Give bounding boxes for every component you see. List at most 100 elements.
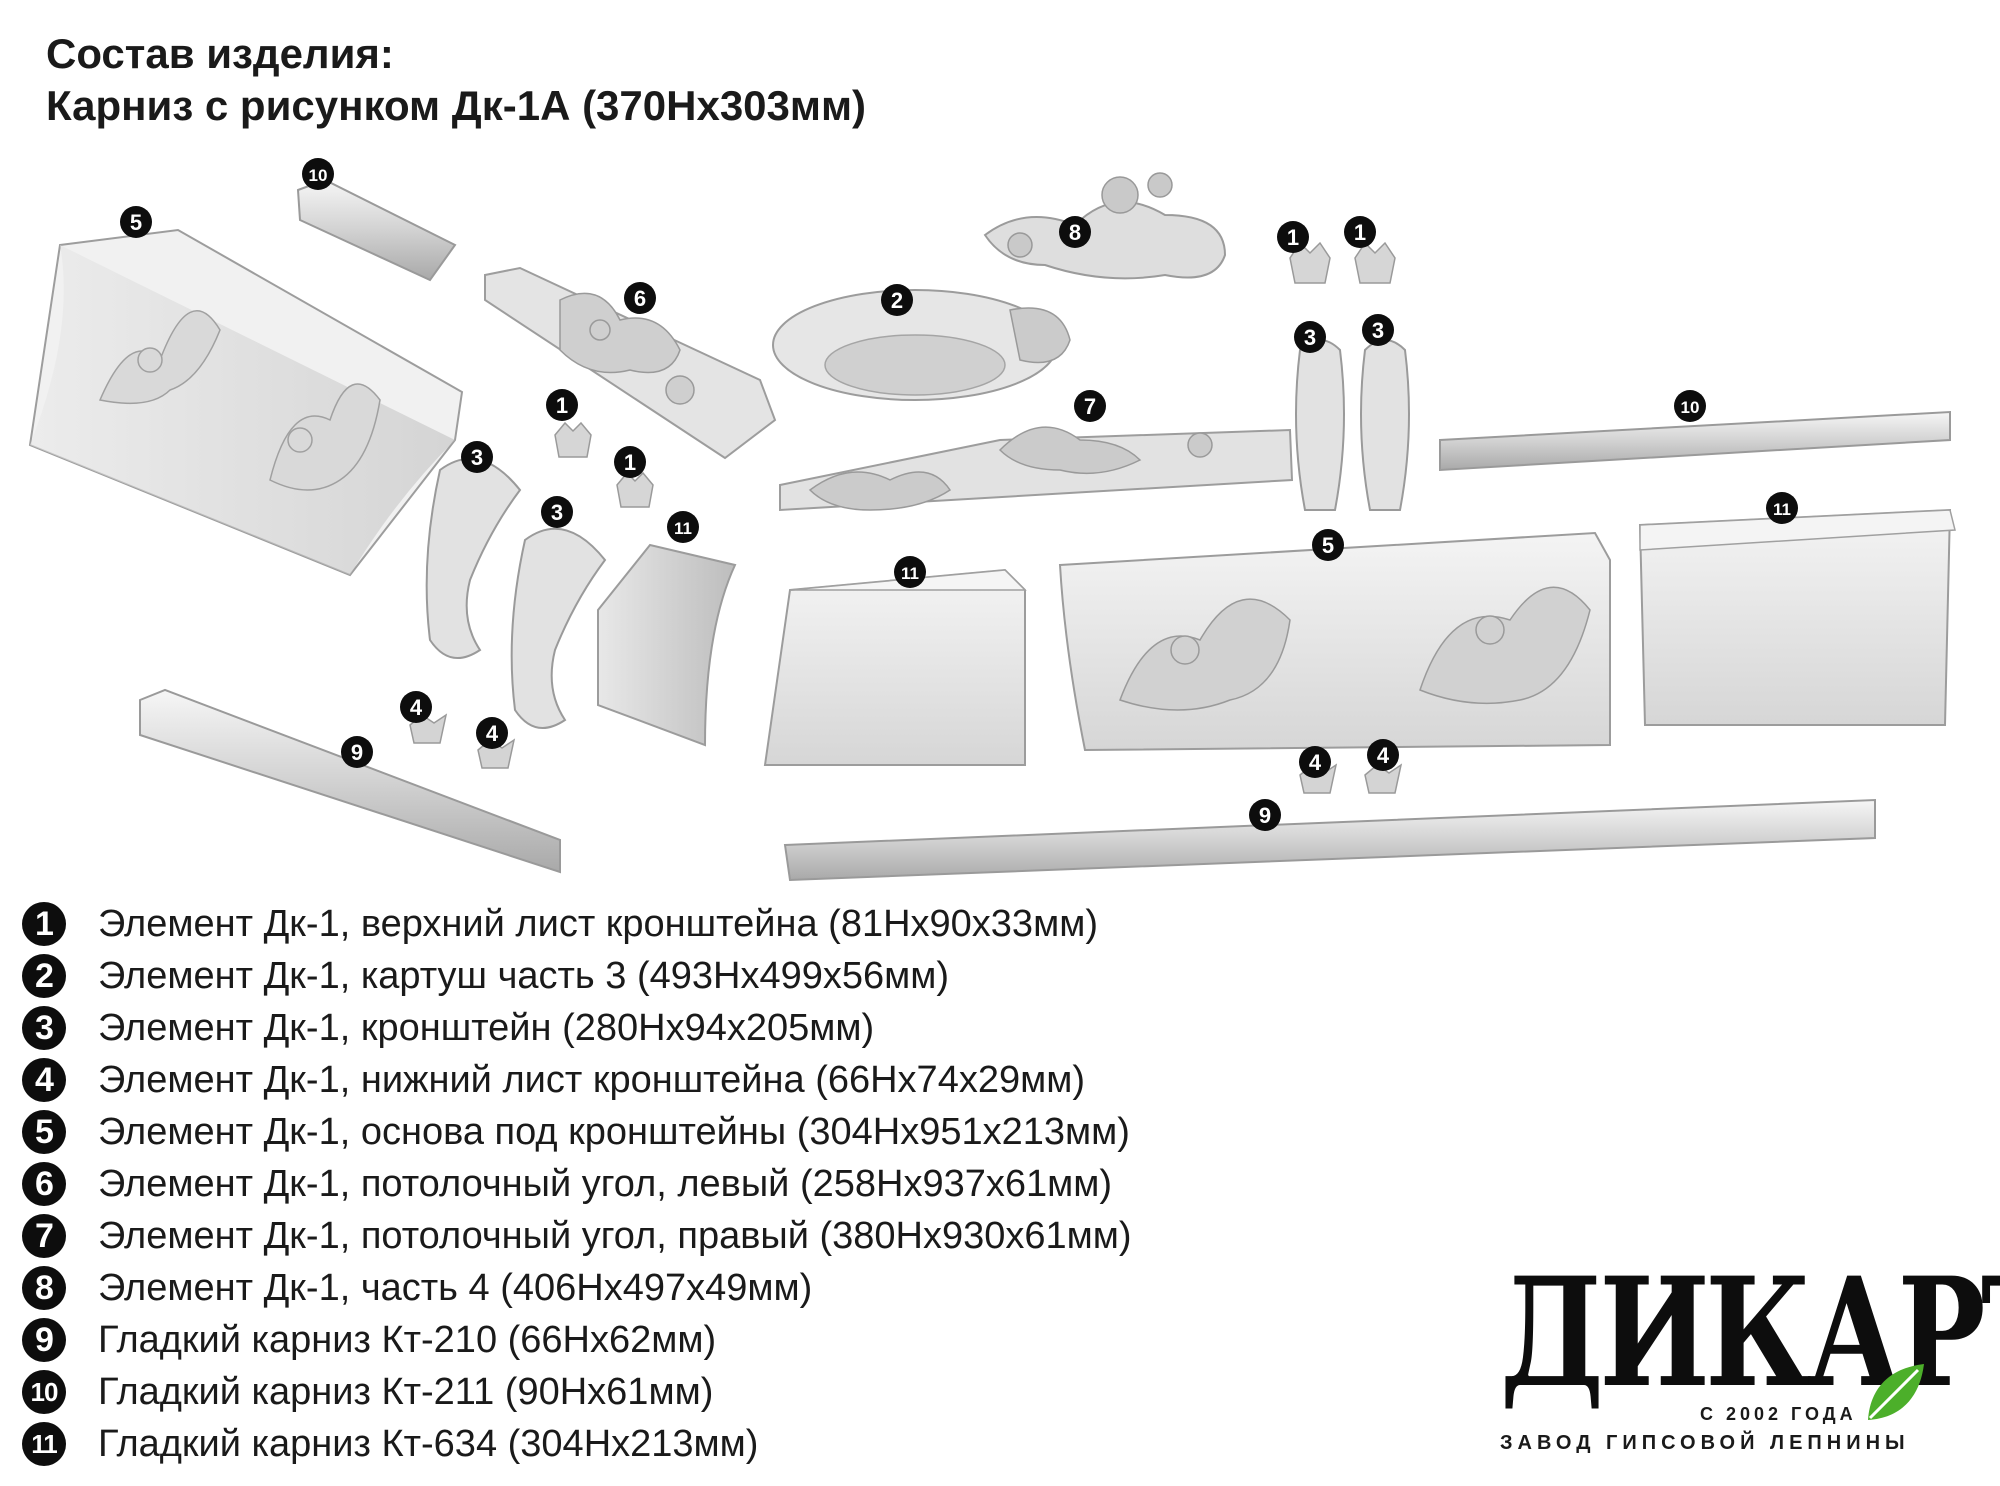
legend-number-badge: 5 bbox=[22, 1110, 66, 1154]
part-7-corner-right bbox=[779, 426, 1294, 512]
svg-text:1: 1 bbox=[1354, 220, 1366, 245]
svg-text:2: 2 bbox=[891, 288, 903, 313]
callout-7: 7 bbox=[1074, 390, 1106, 422]
floral-relief-icon bbox=[1119, 586, 1591, 711]
callout-6: 6 bbox=[624, 282, 656, 314]
legend-number-badge: 2 bbox=[22, 954, 66, 998]
svg-text:8: 8 bbox=[1069, 220, 1081, 245]
legend-item-7: 7 Элемент Дк-1, потолочный угол, правый … bbox=[22, 1210, 1132, 1262]
part-8-piece bbox=[983, 172, 1227, 280]
part-11-cornice-middle bbox=[763, 568, 1027, 766]
legend-label: Элемент Дк-1, верхний лист кронштейна (8… bbox=[98, 902, 1098, 945]
part-9-strips bbox=[139, 688, 1876, 882]
callout-10-long: 10 bbox=[1674, 390, 1706, 422]
legend-number-badge: 11 bbox=[22, 1422, 66, 1466]
callout-9-left: 9 bbox=[341, 736, 373, 768]
parts-legend: 1 Элемент Дк-1, верхний лист кронштейна … bbox=[22, 898, 1132, 1470]
callout-2: 2 bbox=[881, 284, 913, 316]
callout-1-b: 1 bbox=[1344, 216, 1376, 248]
brand-logo: ДИКАРТ С 2002 ГОДА ЗАВОД ГИПСОВОЙ ЛЕПНИН… bbox=[1500, 1258, 2000, 1458]
legend-label: Гладкий карниз Кт-634 (304Нх213мм) bbox=[98, 1422, 759, 1465]
legend-number-badge: 7 bbox=[22, 1214, 66, 1258]
svg-text:11: 11 bbox=[901, 564, 919, 583]
legend-label: Гладкий карниз Кт-210 (66Нх62мм) bbox=[98, 1318, 717, 1361]
callout-3-a: 3 bbox=[1294, 321, 1326, 353]
callout-5-left: 5 bbox=[120, 206, 152, 238]
svg-text:4: 4 bbox=[1377, 743, 1390, 768]
legend-label: Элемент Дк-1, потолочный угол, правый (3… bbox=[98, 1214, 1132, 1257]
callout-1-d: 1 bbox=[614, 446, 646, 478]
callout-9-bottom: 9 bbox=[1249, 799, 1281, 831]
callout-11-corner: 11 bbox=[667, 511, 699, 543]
callout-8: 8 bbox=[1059, 216, 1091, 248]
legend-item-10: 10 Гладкий карниз Кт-211 (90Нх61мм) bbox=[22, 1366, 1132, 1418]
title-line-1: Состав изделия: bbox=[46, 30, 394, 77]
part-6-corner-left bbox=[484, 266, 777, 460]
svg-text:4: 4 bbox=[410, 695, 423, 720]
exploded-parts-diagram: 5 10 6 8 2 1 1 3 3 7 1 1 3 3 11 11 5 11 … bbox=[28, 158, 1956, 882]
legend-item-4: 4 Элемент Дк-1, нижний лист кронштейна (… bbox=[22, 1054, 1132, 1106]
legend-number-badge: 8 bbox=[22, 1266, 66, 1310]
logo-tagline: ЗАВОД ГИПСОВОЙ ЛЕПНИНЫ bbox=[1500, 1432, 1910, 1454]
svg-text:3: 3 bbox=[1304, 325, 1316, 350]
legend-number-badge: 6 bbox=[22, 1162, 66, 1206]
legend-item-11: 11 Гладкий карниз Кт-634 (304Нх213мм) bbox=[22, 1418, 1132, 1470]
callout-10-top: 10 bbox=[302, 158, 334, 190]
callout-5-center: 5 bbox=[1312, 529, 1344, 561]
part-11-corner-piece bbox=[597, 543, 737, 747]
part-1-leaves bbox=[554, 241, 1396, 508]
svg-text:1: 1 bbox=[624, 450, 636, 475]
svg-text:4: 4 bbox=[1309, 750, 1322, 775]
part-11-cornice-right bbox=[1638, 508, 1956, 726]
svg-text:3: 3 bbox=[471, 445, 483, 470]
callout-3-b: 3 bbox=[1362, 314, 1394, 346]
legend-item-2: 2 Элемент Дк-1, картуш часть 3 (493Нх499… bbox=[22, 950, 1132, 1002]
svg-text:5: 5 bbox=[130, 210, 142, 235]
svg-text:1: 1 bbox=[556, 393, 568, 418]
callout-1-c: 1 bbox=[546, 389, 578, 421]
title-line-2: Карниз с рисунком Дк-1А (370Нх303мм) bbox=[46, 82, 867, 129]
part-10-long-strip bbox=[1439, 410, 1951, 472]
legend-label: Гладкий карниз Кт-211 (90Нх61мм) bbox=[98, 1370, 714, 1413]
legend-label: Элемент Дк-1, кронштейн (280Нх94х205мм) bbox=[98, 1006, 875, 1049]
callout-4-a: 4 bbox=[400, 691, 432, 723]
svg-text:9: 9 bbox=[351, 740, 363, 765]
callout-3-d: 3 bbox=[541, 496, 573, 528]
svg-text:5: 5 bbox=[1322, 533, 1334, 558]
leaf-icon bbox=[1868, 1364, 1924, 1420]
legend-number-badge: 1 bbox=[22, 902, 66, 946]
svg-text:10: 10 bbox=[1681, 398, 1700, 417]
callout-11-right: 11 bbox=[1766, 492, 1798, 524]
legend-item-8: 8 Элемент Дк-1, часть 4 (406Нх497х49мм) bbox=[22, 1262, 1132, 1314]
legend-number-badge: 10 bbox=[22, 1370, 66, 1414]
part-5-base-center bbox=[1058, 531, 1611, 752]
legend-number-badge: 9 bbox=[22, 1318, 66, 1362]
svg-text:3: 3 bbox=[551, 500, 563, 525]
callout-1-a: 1 bbox=[1277, 221, 1309, 253]
part-10-short-strip bbox=[296, 178, 457, 282]
callout-11-middle: 11 bbox=[894, 556, 926, 588]
svg-text:3: 3 bbox=[1372, 318, 1384, 343]
svg-text:11: 11 bbox=[1773, 500, 1791, 519]
legend-item-9: 9 Гладкий карниз Кт-210 (66Нх62мм) bbox=[22, 1314, 1132, 1366]
legend-item-3: 3 Элемент Дк-1, кронштейн (280Нх94х205мм… bbox=[22, 1002, 1132, 1054]
legend-item-5: 5 Элемент Дк-1, основа под кронштейны (3… bbox=[22, 1106, 1132, 1158]
callout-3-c: 3 bbox=[461, 441, 493, 473]
legend-number-badge: 3 bbox=[22, 1006, 66, 1050]
legend-label: Элемент Дк-1, картуш часть 3 (493Нх499х5… bbox=[98, 954, 950, 997]
callout-4-d: 4 bbox=[1367, 739, 1399, 771]
logo-since-text: С 2002 ГОДА bbox=[1700, 1404, 1857, 1424]
part-2-cartouche bbox=[772, 289, 1071, 401]
ornament-relief-icon bbox=[98, 310, 381, 491]
legend-label: Элемент Дк-1, часть 4 (406Нх497х49мм) bbox=[98, 1266, 813, 1309]
callout-4-b: 4 bbox=[476, 717, 508, 749]
svg-text:11: 11 bbox=[674, 519, 692, 538]
legend-item-6: 6 Элемент Дк-1, потолочный угол, левый (… bbox=[22, 1158, 1132, 1210]
legend-label: Элемент Дк-1, основа под кронштейны (304… bbox=[98, 1110, 1130, 1153]
callout-4-c: 4 bbox=[1299, 746, 1331, 778]
svg-text:6: 6 bbox=[634, 286, 646, 311]
svg-text:1: 1 bbox=[1287, 225, 1299, 250]
legend-item-1: 1 Элемент Дк-1, верхний лист кронштейна … bbox=[22, 898, 1132, 950]
svg-text:7: 7 bbox=[1084, 394, 1096, 419]
svg-text:10: 10 bbox=[309, 166, 328, 185]
